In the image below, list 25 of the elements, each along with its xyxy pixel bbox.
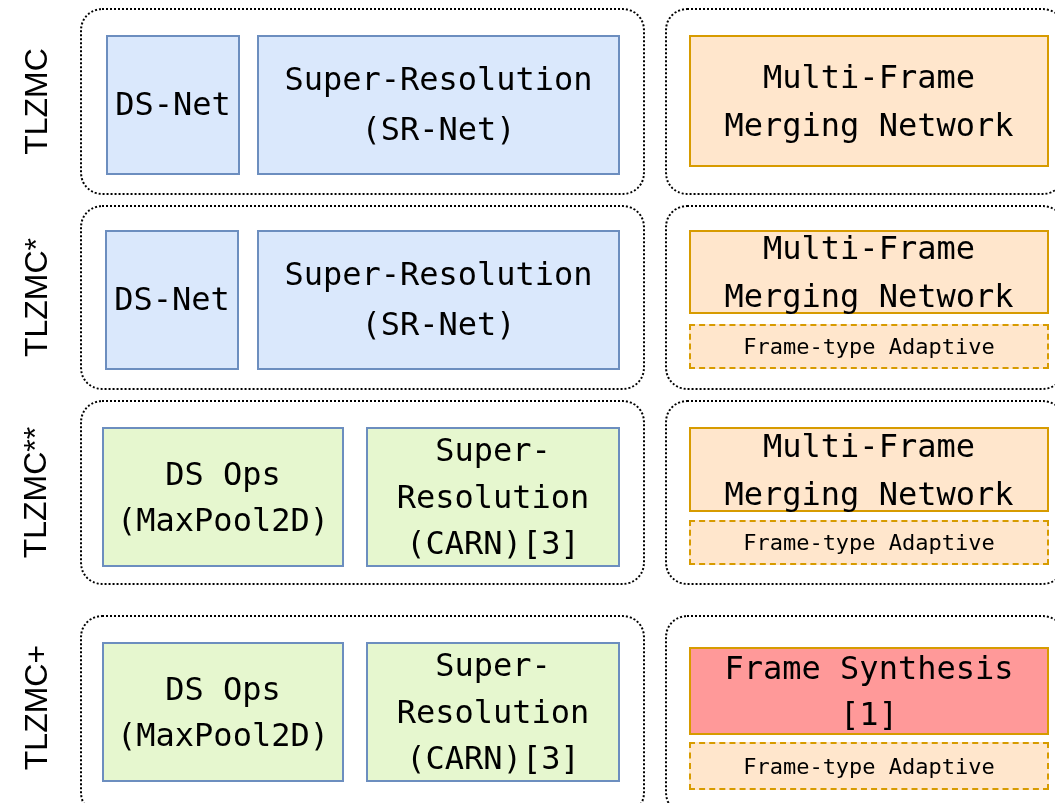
group-panel (665, 400, 1055, 585)
row-label: TLZMC* (17, 237, 55, 357)
group-panel (665, 205, 1055, 390)
module-box: Multi-Frame Merging Network (689, 35, 1049, 167)
module-box: DS Ops (MaxPool2D) (102, 427, 344, 567)
module-box: DS-Net (105, 230, 239, 370)
group-panel (80, 8, 645, 195)
module-box: Super- Resolution (CARN)[3] (366, 427, 620, 567)
module-box: Frame Synthesis [1] (689, 647, 1049, 735)
dashed-module-box: Frame-type Adaptive (689, 324, 1049, 369)
module-box: Multi-Frame Merging Network (689, 427, 1049, 512)
dashed-module-box: Frame-type Adaptive (689, 520, 1049, 565)
module-box: DS Ops (MaxPool2D) (102, 642, 344, 782)
module-box: Multi-Frame Merging Network (689, 230, 1049, 314)
row-label: TLZMC** (17, 426, 55, 558)
dashed-module-box: Frame-type Adaptive (689, 742, 1049, 790)
module-box: Super-Resolution (SR-Net) (257, 35, 620, 175)
group-panel (80, 400, 645, 585)
module-box: DS-Net (106, 35, 240, 175)
row-label: TLZMC+ (17, 644, 55, 770)
group-panel (80, 205, 645, 390)
module-box: Super-Resolution (SR-Net) (257, 230, 620, 370)
module-box: Super- Resolution (CARN)[3] (366, 642, 620, 782)
group-panel (80, 615, 645, 803)
row-label: TLZMC (17, 47, 55, 155)
